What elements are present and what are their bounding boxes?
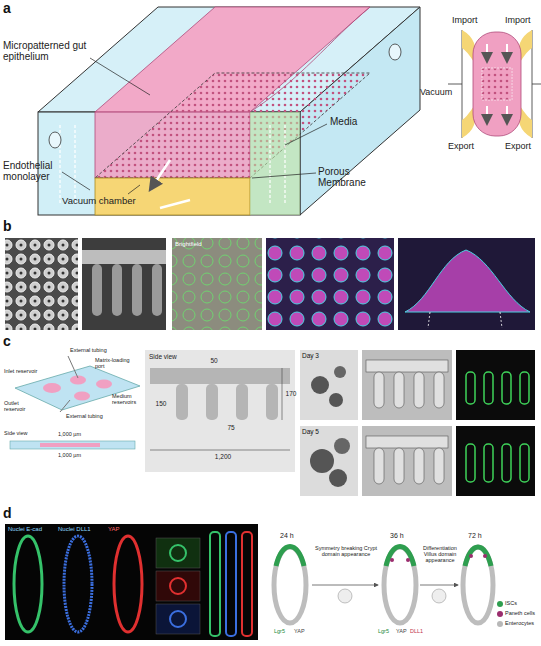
label: Day 3: [302, 352, 319, 359]
label: Brightfield: [175, 241, 202, 248]
legend-swatch: [497, 611, 503, 617]
label: Medium reservoirs: [112, 393, 144, 405]
label: Micropatterned gut epithelium: [3, 40, 95, 62]
panel-letter: a: [3, 1, 11, 16]
label: Export: [448, 142, 474, 152]
label: Day 5: [302, 428, 319, 435]
chip-schematic-c: [10, 350, 535, 496]
label: 36 h: [390, 532, 404, 540]
label: 72 h: [468, 532, 482, 540]
label: Nuclei E-cad: [8, 526, 42, 533]
label: Lgr5: [274, 628, 285, 634]
label: YAP: [294, 628, 305, 634]
label: External tubing: [70, 347, 107, 353]
micrographs-b: [5, 238, 535, 330]
label: Import: [505, 16, 531, 26]
legend-text: Enterocytes: [505, 620, 534, 626]
label: YAP: [396, 628, 407, 634]
label: Media: [330, 116, 357, 127]
label: Porous Membrane: [318, 166, 388, 188]
legend-swatch: [497, 621, 503, 627]
legend-swatch: [497, 601, 503, 607]
day-row: [300, 426, 535, 496]
micrographs-d: [5, 524, 258, 640]
panel-letter: c: [3, 334, 11, 349]
label: Side view: [149, 353, 177, 360]
label: DLL1: [410, 628, 423, 634]
label: Outlet reservoir: [4, 400, 38, 412]
label: Export: [505, 142, 531, 152]
label: Matrix-loading port: [95, 357, 140, 369]
label: Side view: [4, 430, 28, 436]
panel-letter: d: [3, 506, 12, 521]
label: Vacuum chamber: [62, 196, 136, 206]
label: 24 h: [280, 532, 294, 540]
label: Differentiation Villus domain appearance: [417, 545, 463, 563]
label: 1,200: [208, 453, 238, 460]
legend-text: ISCs: [505, 600, 517, 606]
label: Import: [452, 16, 478, 26]
label: 75: [224, 424, 238, 431]
day-row: [300, 350, 535, 420]
chip-top-view: [448, 30, 541, 138]
label: YAP: [108, 526, 120, 533]
panel-letter: b: [3, 219, 12, 234]
label: Lgr5: [378, 628, 389, 634]
label: Vacuum: [420, 88, 452, 98]
organoid-scheme: [274, 546, 493, 623]
label: 150: [152, 400, 170, 407]
label: Endothelial monolayer: [3, 160, 67, 182]
legend-text: Paneth cells: [505, 610, 535, 616]
label: Nuclei DLL1: [58, 526, 91, 533]
label: Inlet reservoir: [4, 368, 37, 374]
label: External tubing: [66, 413, 103, 419]
chip-3d: [38, 7, 420, 215]
label: 170: [284, 390, 298, 397]
label: Symmetry breaking Crypt domain appearanc…: [314, 545, 378, 557]
label: 50: [207, 357, 221, 364]
label: 1,000 µm: [58, 452, 81, 458]
label: 1,000 µm: [58, 431, 81, 437]
